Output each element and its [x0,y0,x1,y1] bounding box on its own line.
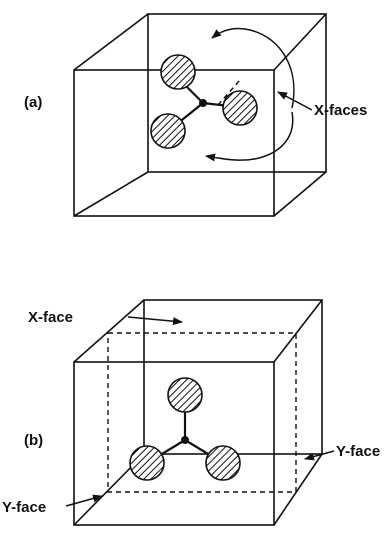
cube-b-edge [273,299,323,363]
cube-a-edge [273,171,327,217]
cube-a [73,13,327,217]
x-faces-arrow-bottom [205,111,294,162]
panel-a-label: (a) [24,94,42,111]
y-face-right-arrow [304,450,335,461]
cube-a-edge [273,13,327,71]
central-atom [199,99,207,107]
molecule-a [150,54,258,149]
panel-b: (b) X-face Y-face Y-face [2,299,380,526]
x-face-arrow [127,316,183,326]
x-face-label: X-face [28,309,73,326]
cube-b-back-face [143,299,323,455]
cube-b-edge [73,299,145,363]
x-faces-arrows [205,27,313,162]
cube-b-edge [273,453,323,526]
y-face-left-arrow [65,494,103,507]
panel-b-arrows [65,316,335,507]
atom-circle [205,445,241,481]
cube-b-front-face [73,361,275,526]
cube-a-back-face [147,13,327,173]
x-faces-arrow-top [211,27,295,109]
cube-b [73,299,323,526]
y-face-left-label: Y-face [2,499,46,516]
cube-a-edge [73,171,149,217]
atom-circle [129,445,165,481]
cube-a-edge [73,13,149,71]
atom-circle [167,377,203,413]
atom-circle [222,90,258,126]
x-faces-label: X-faces [314,102,367,119]
atom-circle [150,113,186,149]
x-faces-arrow-to-label [277,91,313,111]
panel-a: (a) X-faces [24,13,367,217]
atom-circle [160,54,196,90]
central-atom [181,436,189,444]
molecule-b [129,377,241,481]
cube-b-hidden-edges [107,332,297,493]
panel-b-label: (b) [24,432,43,449]
cube-a-hidden-edge [217,79,241,106]
y-face-right-label: Y-face [336,443,380,460]
